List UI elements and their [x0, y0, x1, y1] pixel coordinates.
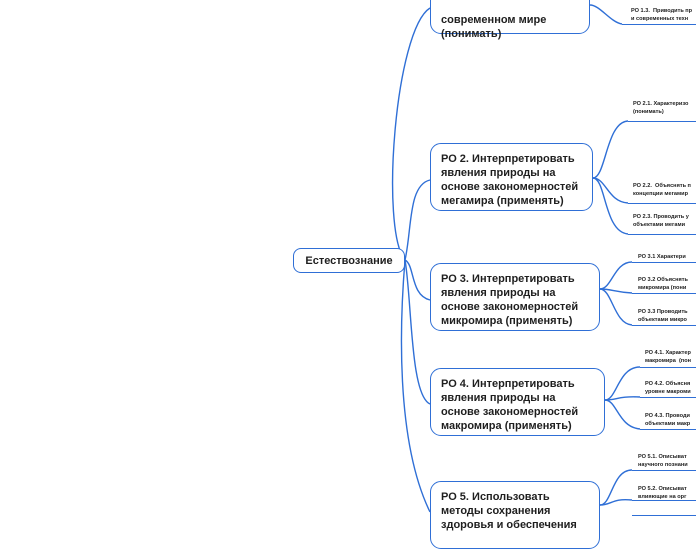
root-node[interactable]: Естествознание [293, 248, 405, 273]
leaf-underline [622, 24, 696, 25]
leaf-ro4-2[interactable]: РО 4.2. Объясня уровне макроми [645, 381, 691, 395]
connector-lines [391, 4, 641, 513]
leaf-ro5-1[interactable]: РО 5.1. Описыват научного познани [638, 454, 688, 468]
leaf-underline [632, 262, 696, 263]
leaf-ro1-3[interactable]: РО 1.3. Приводить пр и современных техн [631, 8, 693, 22]
branch-node-ro5[interactable]: РО 5. Использовать методы сохранения здо… [430, 481, 600, 549]
leaf-ro2-1[interactable]: РО 2.1. Характеризо (понимать) [633, 101, 689, 115]
leaf-underline [632, 293, 696, 294]
leaf-ro2-2[interactable]: РО 2.2. Объяснять п концепции мегамир [633, 183, 691, 197]
leaf-underline [628, 234, 696, 235]
leaf-underline [640, 429, 696, 430]
branch-node-ro2[interactable]: РО 2. Интерпретировать явления природы н… [430, 143, 593, 211]
leaf-ro3-1[interactable]: РО 3.1 Характери [638, 254, 686, 260]
leaf-underline [632, 470, 696, 471]
root-label: Естествознание [305, 254, 393, 267]
leaf-underline [632, 500, 696, 501]
branch-node-ro1[interactable]: современном мире (понимать) [430, 0, 590, 40]
leaf-ro2-3[interactable]: РО 2.3. Проводить у объектами мегами [633, 214, 689, 228]
leaf-ro4-1[interactable]: РО 4.1. Характер макромира (пон [645, 350, 691, 364]
leaf-underline [628, 203, 696, 204]
leaf-underline [640, 397, 696, 398]
branch-label: РО 2. Интерпретировать явления природы н… [441, 153, 579, 207]
leaf-ro3-3[interactable]: РО 3.3 Проводить объектами микро [638, 309, 688, 323]
branch-label: РО 3. Интерпретировать явления природы н… [441, 273, 579, 327]
leaf-ro4-3[interactable]: РО 4.3. Проводи объектами макр [645, 413, 691, 427]
leaf-underline [640, 367, 696, 368]
leaf-ro5-2[interactable]: РО 5.2. Описыват влияющие на орг [638, 486, 687, 500]
branch-node-ro3[interactable]: РО 3. Интерпретировать явления природы н… [430, 263, 600, 331]
leaf-ro3-2[interactable]: РО 3.2 Объяснять микромира (пони [638, 277, 688, 291]
branch-label: РО 5. Использовать методы сохранения здо… [441, 491, 577, 531]
branch-label: современном мире (понимать) [441, 14, 547, 40]
leaf-underline [628, 121, 696, 122]
leaf-underline [632, 325, 696, 326]
leaf-underline [632, 515, 696, 516]
branch-node-ro4[interactable]: РО 4. Интерпретировать явления природы н… [430, 368, 605, 436]
branch-label: РО 4. Интерпретировать явления природы н… [441, 378, 579, 432]
